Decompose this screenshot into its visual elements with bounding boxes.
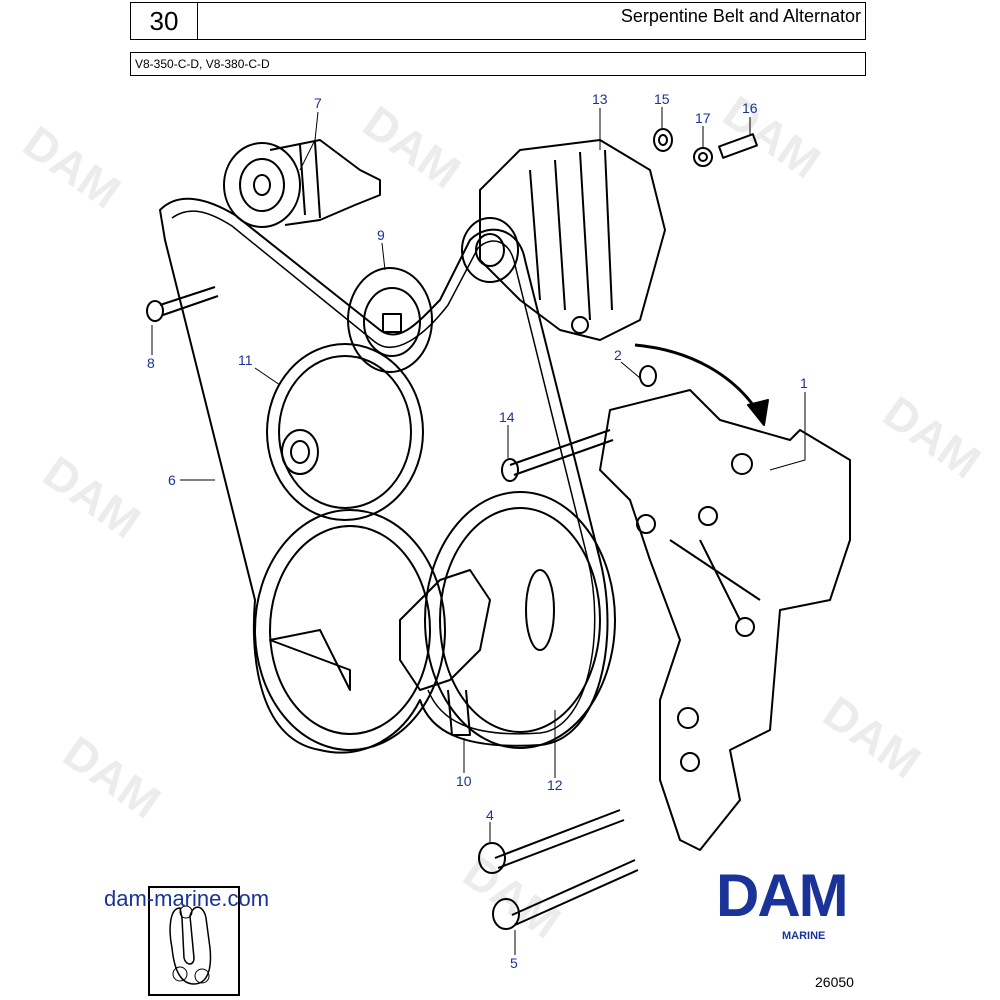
- watermark: DAM: [54, 726, 170, 829]
- callout-5: 5: [510, 955, 518, 971]
- callout-4: 4: [486, 807, 494, 823]
- water-outlet: [399, 569, 491, 736]
- washer-17: [693, 147, 713, 167]
- bolt-14: [501, 429, 614, 482]
- callout-9: 9: [377, 227, 385, 243]
- bolt-8: [146, 286, 219, 322]
- header-box: 30 Serpentine Belt and Alternator: [130, 2, 866, 40]
- watermark: DAM: [714, 86, 830, 189]
- idler-pulley: [347, 267, 433, 373]
- callout-2: 2: [614, 347, 622, 363]
- dam-logo-subtext: MARINE: [782, 930, 826, 942]
- callout-11: 11: [238, 352, 253, 368]
- page-title: Serpentine Belt and Alternator: [620, 6, 861, 26]
- callout-7: 7: [314, 95, 322, 111]
- bolt-16: [718, 133, 758, 159]
- bolt-4: [478, 809, 625, 874]
- callout-10: 10: [456, 773, 472, 789]
- callout-12: 12: [547, 777, 563, 793]
- callout-14: 14: [499, 409, 515, 425]
- leader-lines: [151, 107, 806, 955]
- serpentine-belt-inner: [171, 210, 596, 735]
- belt-routing-icon: [169, 905, 212, 985]
- callout-labels: 1 2 4 5 6 7 8 9 10 11 12 13 14 15 16 17: [147, 91, 808, 971]
- callout-13: 13: [592, 91, 608, 107]
- alternator: [461, 139, 666, 341]
- belt-routing-thumbnail: [148, 886, 240, 996]
- callout-16: 16: [742, 100, 758, 116]
- serpentine-belt: [159, 197, 609, 754]
- website-link[interactable]: dam-marine.com: [104, 886, 270, 911]
- nut-15: [653, 128, 673, 152]
- mounting-bracket: [599, 389, 851, 851]
- watermark: DAM: [354, 96, 470, 199]
- watermark: DAM: [14, 116, 130, 219]
- belt-tensioner: [223, 139, 381, 228]
- line-art: [146, 128, 851, 930]
- drawing-number: 26050: [815, 974, 854, 990]
- rotation-arrow-head: [747, 399, 769, 426]
- callout-15: 15: [654, 91, 670, 107]
- model-list: V8-350-C-D, V8-380-C-D: [130, 52, 866, 76]
- spacer-2: [639, 365, 657, 387]
- callout-8: 8: [147, 355, 155, 371]
- callout-6: 6: [168, 472, 176, 488]
- watermark: DAM: [814, 686, 930, 789]
- dam-logo: DAM: [716, 862, 849, 929]
- callout-17: 17: [695, 110, 711, 126]
- section-number: 30: [131, 3, 198, 39]
- callout-1: 1: [800, 375, 808, 391]
- water-pump-pulley: [266, 343, 424, 521]
- crankshaft-pulley: [424, 491, 616, 749]
- rotation-arrow: [634, 343, 762, 416]
- watermark: DAM: [34, 446, 150, 549]
- lower-pulley: [254, 509, 446, 751]
- watermark: DAM: [874, 386, 990, 489]
- bolt-5: [492, 859, 639, 930]
